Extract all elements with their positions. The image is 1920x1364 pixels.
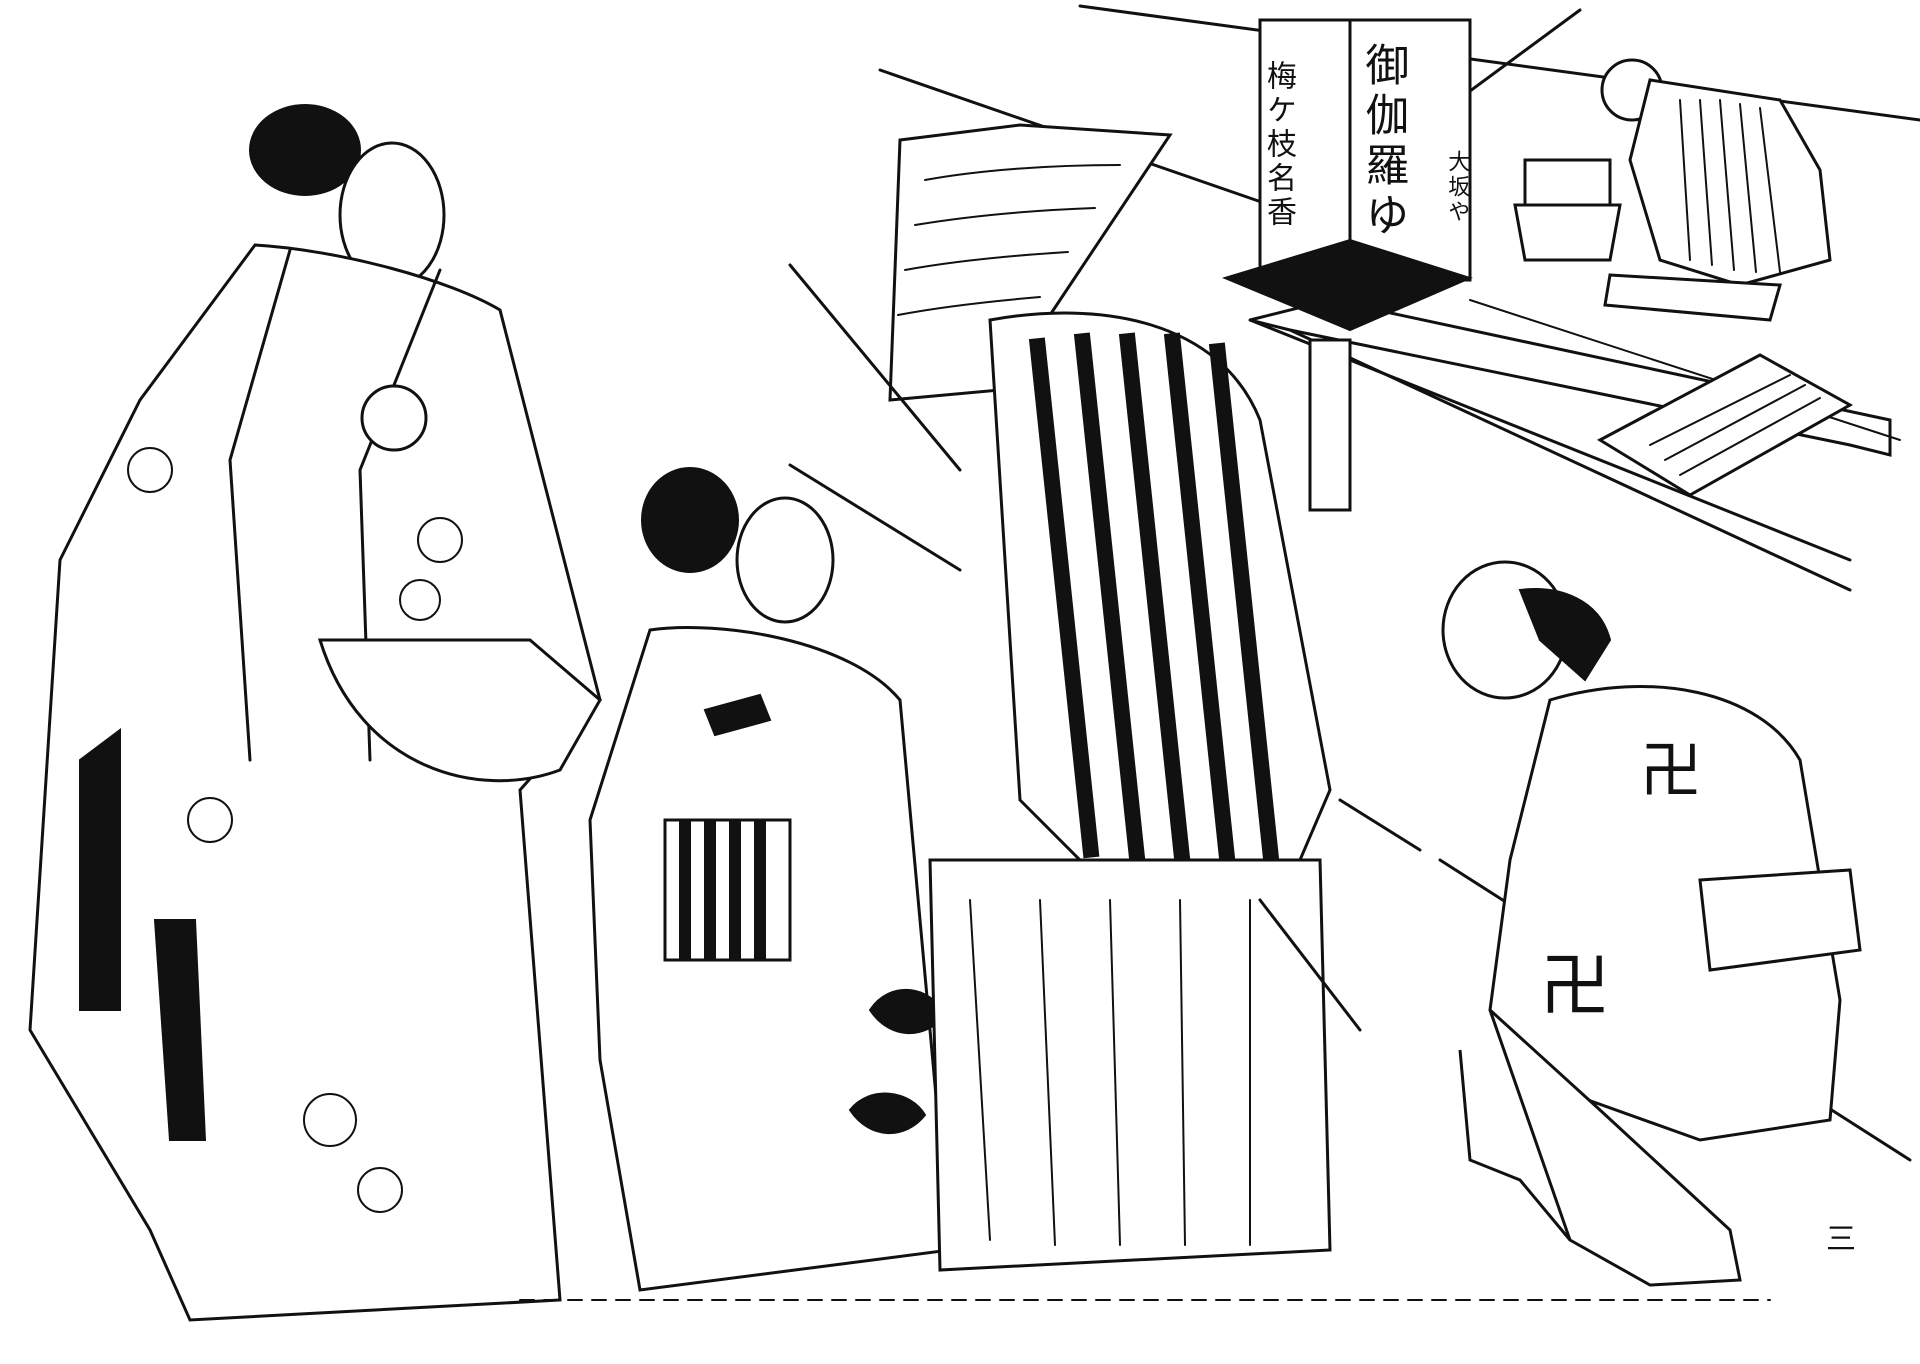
incense-tray — [1596, 353, 1854, 497]
signboard-right-text: 大坂や — [1444, 150, 1470, 225]
shop-signboard — [1222, 18, 1473, 332]
young-woman-figure-middle — [588, 467, 952, 1292]
samurai-figure-hat — [888, 123, 1332, 1272]
crest-mark-lower: 卍 — [1540, 945, 1610, 1027]
courtesan-figure-left — [28, 104, 602, 1322]
servant-figure-crouching — [1441, 560, 1862, 1287]
signboard-side-text: 梅ケ枝名香 — [1261, 60, 1296, 230]
page-number: 三 — [1826, 1222, 1856, 1257]
shopkeeper-figure — [1513, 58, 1832, 322]
crest-mark-upper: 卍 — [1640, 734, 1703, 807]
signboard-main-text: 御伽羅ゆ — [1357, 42, 1409, 242]
